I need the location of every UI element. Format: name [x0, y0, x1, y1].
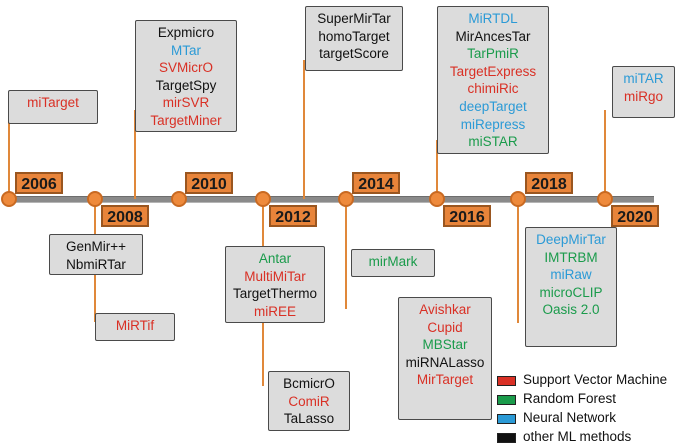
legend-swatch-nn [497, 414, 516, 424]
tool-box-2013: SuperMirTar homoTarget targetScore [305, 6, 403, 71]
connector-line-3 [134, 110, 136, 199]
tool-name: miRgo [623, 88, 663, 104]
tool-name: TargetThermo [232, 286, 318, 302]
connector-line-8 [517, 199, 519, 323]
year-label-2016: 2016 [443, 205, 491, 227]
tool-name: miSTAR [468, 134, 518, 150]
tool-name: SVMicrO [159, 60, 213, 76]
tool-name: mirSVR [162, 95, 210, 111]
tool-name: MiRTDL [468, 11, 518, 26]
year-label-2010: 2010 [185, 172, 233, 194]
tool-box-2014a: mirMark [351, 249, 435, 277]
tool-name: BcmicrO [283, 376, 335, 391]
tool-name: NbmiRTar [66, 256, 126, 272]
legend-swatch-other [497, 433, 516, 443]
tool-name: TargetMiner [150, 112, 222, 128]
tool-box-2020: miTAR miRgo [612, 66, 675, 118]
timeline-marker-2006 [1, 191, 17, 207]
tool-name: TarPmiR [467, 46, 519, 62]
legend-label-nn: Neural Network [523, 410, 617, 425]
tool-name: miRaw [550, 267, 592, 283]
tool-name: MirAncesTar [455, 28, 531, 44]
tool-name: microCLIP [539, 284, 603, 300]
year-label-2006: 2006 [15, 172, 63, 194]
tool-name: MBStar [422, 337, 468, 353]
tool-name: miTAR [623, 71, 664, 86]
tool-name: ComiR [288, 393, 330, 409]
timeline-axis [14, 196, 654, 203]
tool-name: deepTarget [459, 98, 527, 114]
tool-name: GenMir++ [65, 239, 127, 254]
timeline-marker-2012 [255, 191, 271, 207]
tool-name: MirTarget [416, 372, 474, 388]
connector-line-9 [604, 110, 606, 199]
tool-name: TaLasso [283, 411, 335, 427]
tool-name: MiRTif [115, 318, 155, 333]
connector-line-5 [303, 60, 305, 199]
year-label-2018: 2018 [525, 172, 573, 194]
tool-name: DeepMirTar [536, 232, 606, 247]
tool-name: homoTarget [318, 28, 390, 44]
connector-line-1 [8, 103, 10, 199]
timeline-marker-2020 [597, 191, 613, 207]
legend-label-svm: Support Vector Machine [523, 372, 668, 387]
timeline-marker-2010 [171, 191, 187, 207]
timeline-marker-2008 [87, 191, 103, 207]
tool-name: TargetExpress [449, 63, 537, 79]
tool-name: IMTRBM [544, 249, 598, 265]
tool-name: MTar [171, 42, 201, 58]
tool-name: Antar [258, 251, 292, 266]
year-label-2020: 2020 [611, 205, 659, 227]
tool-name: miREE [253, 303, 296, 319]
legend-swatch-svm [497, 376, 516, 386]
year-label-2008: 2008 [101, 205, 149, 227]
legend-label-rf: Random Forest [523, 391, 617, 406]
tool-box-2012b: BcmicrO ComiR TaLasso [268, 371, 350, 431]
tool-box-2006: miTarget [8, 90, 98, 124]
timeline-marker-2018 [510, 191, 526, 207]
tool-name: TargetSpy [155, 77, 217, 93]
tool-name: miRepress [460, 116, 526, 132]
timeline-diagram: 2006 2008 2010 2012 2014 2016 2018 2020 miTarget… [1, 6, 675, 444]
tool-name: MultiMiTar [244, 268, 306, 284]
tool-name: chimiRic [467, 81, 519, 97]
tool-name: Oasis 2.0 [542, 302, 600, 318]
tool-name: Avishkar [419, 302, 471, 317]
tool-name: targetScore [319, 46, 389, 62]
tool-box-2008b: MiRTif [95, 313, 175, 341]
tool-name: SuperMirTar [317, 11, 391, 26]
tool-name: miRNALasso [405, 354, 485, 370]
timeline-marker-2016 [429, 191, 445, 207]
tool-box-2008a: GenMir++ NbmiRTar [49, 234, 143, 275]
year-label-2012: 2012 [269, 205, 317, 227]
tool-name: mirMark [368, 254, 418, 269]
connector-line-7 [436, 140, 438, 199]
legend-swatch-rf [497, 395, 516, 405]
tool-name: Expmicro [157, 25, 215, 40]
tool-name: miTarget [27, 95, 79, 110]
connector-line-6 [345, 199, 347, 309]
tool-name: Cupid [427, 319, 463, 335]
timeline-marker-2014 [338, 191, 354, 207]
year-label-2014: 2014 [352, 172, 400, 194]
